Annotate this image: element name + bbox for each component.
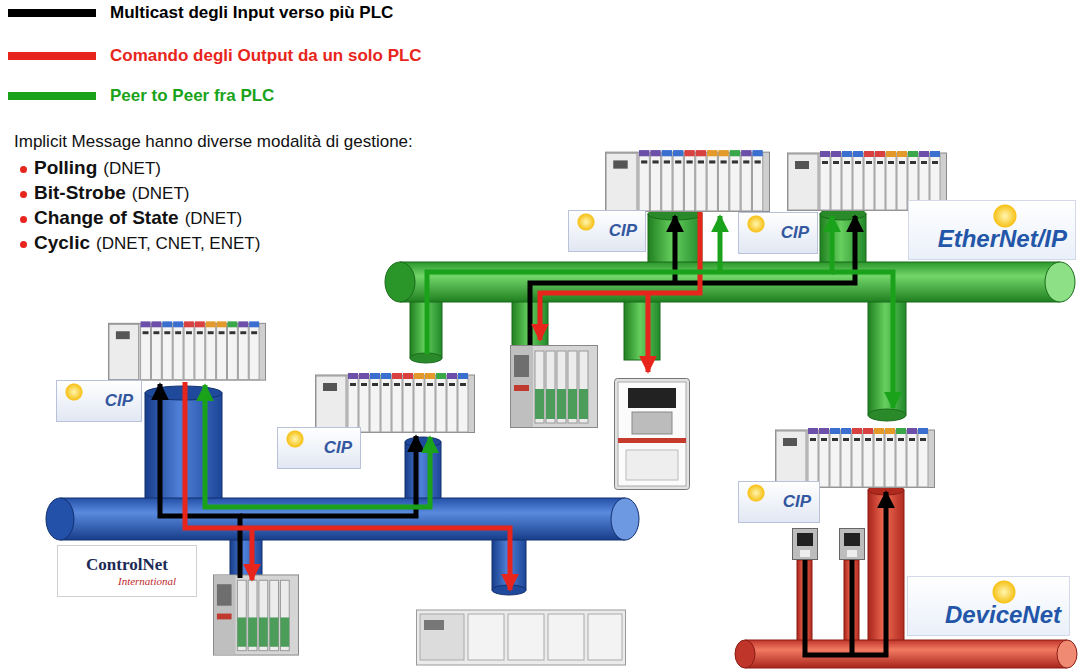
bullet-dot: [20, 166, 27, 173]
logo-text: ControlNet: [86, 555, 168, 575]
bullet-item: Cyclic (DNET, CNET, ENET): [34, 232, 260, 255]
mode-name: Cyclic: [34, 232, 90, 254]
legend-text: Multicast degli Input verso più PLC: [110, 3, 393, 23]
logo-text: DeviceNet: [945, 601, 1061, 629]
flow-multicast: [850, 560, 855, 655]
network-list: (DNET, CNET, ENET): [96, 233, 260, 255]
bullet-item: Polling (DNET): [34, 157, 161, 180]
legend-text: Comando degli Output da un solo PLC: [110, 46, 422, 66]
mode-name: Bit-Strobe: [34, 182, 126, 204]
io-module: [213, 575, 298, 655]
flow-output: [185, 382, 510, 590]
flow-multicast: [240, 436, 416, 516]
ethernet-pipes: [385, 208, 1075, 421]
cip-logo: CIP: [738, 481, 820, 523]
mode-name: Polling: [34, 157, 97, 179]
bullet-item: Change of State (DNET): [34, 207, 242, 230]
cip-logo: CIP: [277, 427, 361, 469]
note-text: Implicit Message hanno diverse modalità …: [14, 132, 413, 152]
logo-text: CIP: [783, 492, 811, 512]
io-module: [511, 346, 598, 428]
legend-line-green: [8, 92, 96, 100]
network-list: (DNET): [185, 208, 243, 230]
network-logo: EtherNet/IP: [908, 200, 1076, 260]
cip-logo: CIP: [568, 210, 646, 252]
bullet-dot: [20, 216, 27, 223]
cip-logo: CIP: [56, 380, 142, 422]
logo-text: CIP: [781, 223, 809, 243]
network-list: (DNET): [103, 158, 161, 180]
network-logo: ControlNetInternational: [57, 545, 197, 597]
mode-name: Change of State: [34, 207, 179, 229]
flex-io: [417, 610, 626, 665]
legend-line-red: [8, 52, 96, 60]
bullet-dot: [20, 191, 27, 198]
flow-output: [540, 212, 700, 340]
flow-peer: [832, 272, 893, 408]
flow-peer: [205, 385, 430, 507]
drive: [615, 379, 690, 490]
logo-text: CIP: [609, 221, 637, 241]
legend-line-samples: [8, 9, 96, 100]
plc-rack: [316, 373, 475, 433]
logo-text: EtherNet/IP: [938, 225, 1067, 253]
bullet-item: Bit-Strobe (DNET): [34, 182, 189, 205]
network-list: (DNET): [132, 183, 190, 205]
plc-rack: [606, 150, 770, 211]
plc-rack: [108, 321, 265, 380]
sensor: [840, 529, 865, 560]
data-flows: [160, 212, 893, 655]
sensor: [793, 529, 818, 560]
plc-rack: [776, 428, 935, 488]
network-logo: DeviceNet: [907, 576, 1070, 636]
logo-text: CIP: [105, 391, 133, 411]
logo-subtext: International: [118, 575, 176, 587]
flow-output: [646, 293, 651, 372]
logo-text: CIP: [324, 438, 352, 458]
bullet-dot: [20, 241, 27, 248]
flow-output: [250, 528, 255, 580]
devices: [108, 150, 946, 665]
legend-line-black: [8, 9, 96, 17]
flow-peer: [718, 216, 723, 272]
cip-logo: CIP: [738, 212, 818, 254]
legend-text: Peer to Peer fra PLC: [110, 86, 274, 106]
